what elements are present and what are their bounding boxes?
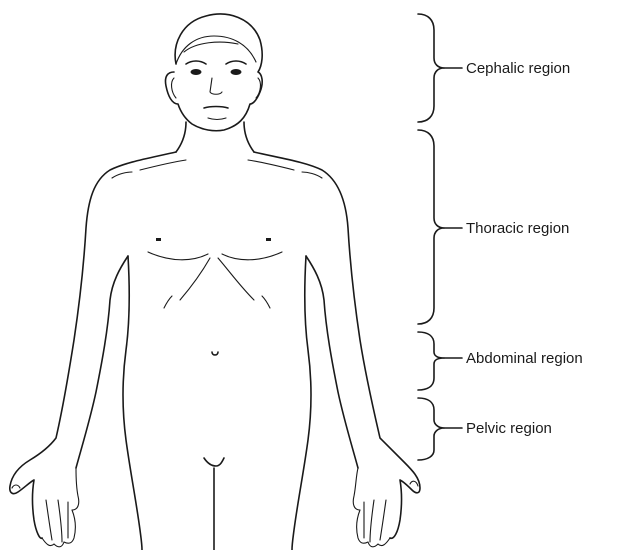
- shoulder-left-line: [112, 172, 132, 178]
- left-finger-lines: [46, 500, 68, 542]
- abdominal-bracket: [418, 332, 444, 390]
- torso-right-side: [292, 256, 311, 550]
- shoulder-right-line: [302, 172, 322, 178]
- cephalic-bracket: [418, 14, 444, 122]
- eye-left: [191, 69, 202, 75]
- mouth: [204, 107, 228, 109]
- nipple-left: [156, 238, 161, 241]
- thoracic-bracket: [418, 130, 444, 324]
- ribcage-left: [180, 258, 210, 300]
- rib-detail-right: [262, 296, 270, 308]
- torso-left-side: [123, 256, 142, 550]
- pelvic-region-label: Pelvic region: [466, 420, 552, 437]
- right-arm-outline: [254, 152, 420, 538]
- ear-right: [256, 78, 260, 98]
- eye-right: [231, 69, 242, 75]
- ear-left: [172, 78, 176, 98]
- right-thumb-nail: [410, 481, 418, 486]
- navel: [212, 352, 218, 355]
- rib-detail-left: [164, 296, 172, 308]
- left-arm-outline: [10, 152, 176, 538]
- region-brackets: [418, 14, 462, 460]
- pectoral-left: [148, 252, 208, 260]
- eyebrow-right: [226, 61, 246, 64]
- groin-line: [204, 458, 224, 466]
- right-finger-lines: [364, 500, 386, 542]
- eyebrow-left: [186, 61, 206, 64]
- hair-line: [176, 36, 256, 64]
- human-figure: [10, 14, 420, 550]
- cephalic-region-label: Cephalic region: [466, 60, 570, 77]
- head-outline: [165, 14, 262, 131]
- nipple-right: [266, 238, 271, 241]
- left-inner-arm: [76, 256, 128, 468]
- thoracic-region-label: Thoracic region: [466, 220, 569, 237]
- clavicle-right: [248, 160, 294, 170]
- right-inner-arm: [306, 256, 358, 468]
- pelvic-bracket: [418, 398, 444, 460]
- ribcage-right: [218, 258, 254, 300]
- abdominal-region-label: Abdominal region: [466, 350, 583, 367]
- left-thumb-nail: [12, 485, 20, 488]
- neck-left: [176, 122, 186, 152]
- chin: [208, 118, 226, 120]
- hair-line-inner: [184, 42, 238, 52]
- region-labels: Cephalic region Thoracic region Abdomina…: [466, 60, 583, 437]
- neck-right: [244, 122, 254, 152]
- clavicle-left: [140, 160, 186, 170]
- nose: [210, 78, 222, 94]
- pectoral-right: [222, 252, 282, 260]
